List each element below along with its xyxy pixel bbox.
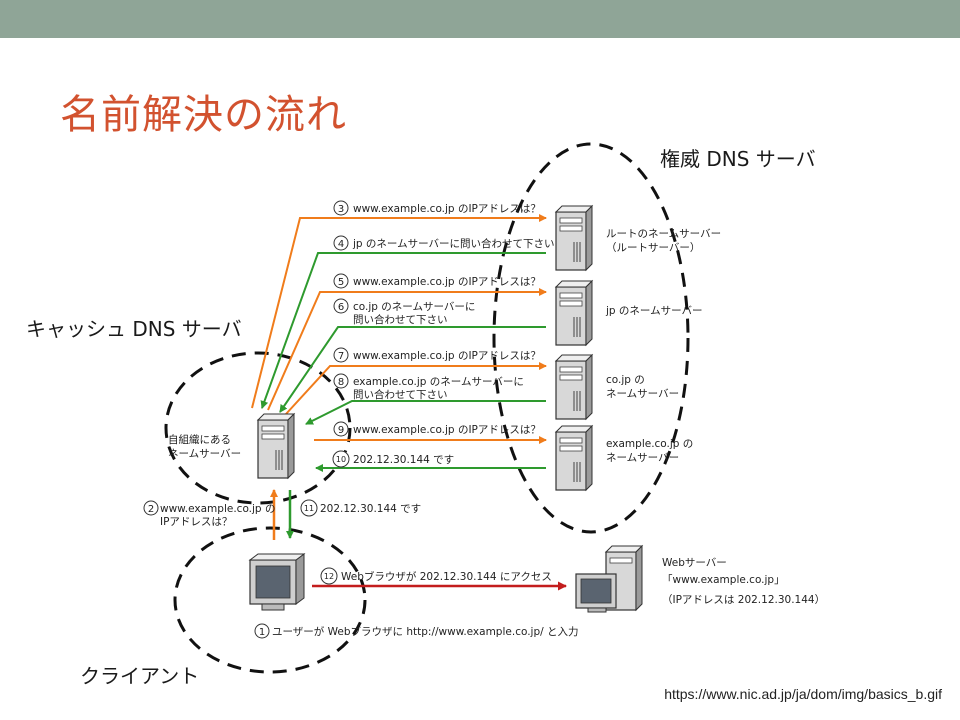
query-arrows [251, 214, 547, 444]
step-3-text: www.example.co.jp のIPアドレスは？ [353, 203, 541, 215]
example-server-icon [555, 425, 593, 491]
example-server-label-line2: ネームサーバー [606, 452, 679, 464]
header-bar [0, 0, 960, 38]
web-server-label-line1: Webサーバー [662, 557, 727, 569]
step-2-text-line2: IPアドレスは？ [160, 516, 232, 528]
local-server-label-line1: 自組織にある [168, 433, 231, 446]
step-num-10: 10 [336, 455, 346, 464]
step-4-text: jp のネームサーバーに問い合わせて下さい [352, 237, 555, 250]
web-server-icon [575, 544, 644, 613]
arrow-step-7 [285, 362, 547, 415]
step-marker-2 [143, 500, 159, 516]
slide-title: 名前解決の流れ [60, 92, 347, 138]
arrow-step-5 [267, 288, 547, 411]
step-1-text: ユーザーが Webブラウザに http://www.example.co.jp/… [272, 625, 579, 638]
step-num-11: 11 [304, 504, 314, 513]
client-computer-icon [248, 553, 306, 611]
step-num-3: 3 [338, 204, 344, 215]
arrow-step-4 [260, 252, 546, 409]
authoritative-dns-group-outline [492, 142, 690, 534]
step-10-text: 202.12.30.144 です [353, 454, 454, 466]
arrow-step-8 [305, 400, 546, 425]
source-url: https://www.nic.ad.jp/ja/dom/img/basics_… [664, 686, 942, 702]
cojp-server-label-line2: ネームサーバー [606, 388, 679, 400]
step-labels: www.example.co.jp のIPアドレスは？ jp のネームサーバーに… [160, 203, 579, 638]
step-marker-7 [333, 347, 349, 363]
step-num-2: 2 [148, 504, 154, 515]
step-7-text: www.example.co.jp のIPアドレスは？ [353, 350, 541, 362]
step-marker-1 [254, 623, 270, 639]
step-8-text-line1: example.co.jp のネームサーバーに [353, 376, 524, 388]
jp-server-label: jp のネームサーバー [605, 305, 703, 317]
root-server-icon [555, 205, 593, 271]
response-arrows [260, 252, 546, 539]
step-marker-11 [300, 499, 318, 517]
step-11-text: 202.12.30.144 です [320, 503, 421, 515]
root-server-label-line1: ルートのネームサーバー [606, 228, 721, 240]
server-labels: ルートのネームサーバー （ルートサーバー） jp のネームサーバー co.jp … [168, 228, 825, 606]
step-2-text-line1: www.example.co.jp の [160, 503, 275, 515]
cache-dns-group-outline [164, 351, 352, 505]
web-server-label-line2: 「www.example.co.jp」 [662, 574, 785, 586]
step-marker-10 [332, 450, 350, 468]
step-num-12: 12 [324, 572, 334, 581]
step-6-text-line1: co.jp のネームサーバーに [353, 301, 475, 313]
step-marker-9 [333, 421, 349, 437]
step-num-6: 6 [338, 302, 344, 313]
arrow-step-6 [279, 326, 546, 413]
step-num-7: 7 [338, 351, 344, 362]
web-server-label-line3: （IPアドレスは 202.12.30.144） [662, 594, 825, 606]
client-group-outline [173, 526, 367, 674]
step-marker-5 [333, 273, 349, 289]
root-server-label-line2: （ルートサーバー） [606, 242, 700, 254]
step-6-text-line2: 問い合わせて下さい [353, 313, 448, 326]
authoritative-dns-label: 権威 DNS サーバ [660, 147, 816, 171]
example-server-label-line1: example.co.jp の [606, 438, 693, 450]
step-marker-6 [333, 298, 349, 314]
local-server-label-line2: ネームサーバー [168, 448, 241, 460]
jp-server-icon [555, 280, 593, 346]
cojp-server-label-line1: co.jp の [606, 374, 645, 386]
step-num-8: 8 [338, 377, 344, 388]
step-num-9: 9 [338, 425, 344, 436]
cojp-server-icon [555, 354, 593, 420]
step-markers: 3 4 5 6 7 8 9 10 2 11 12 1 [143, 200, 350, 639]
step-marker-4 [333, 235, 349, 251]
step-num-5: 5 [338, 277, 344, 288]
step-5-text: www.example.co.jp のIPアドレスは？ [353, 276, 541, 288]
step-marker-12 [320, 567, 338, 585]
step-num-1: 1 [259, 627, 265, 638]
step-12-text: Webブラウザが 202.12.30.144 にアクセス [341, 570, 552, 583]
step-8-text-line2: 問い合わせて下さい [353, 388, 448, 401]
step-marker-3 [333, 200, 349, 216]
client-label: クライアント [80, 664, 200, 688]
step-marker-8 [333, 373, 349, 389]
step-num-4: 4 [338, 239, 344, 250]
local-dns-server-icon [257, 413, 295, 479]
step-9-text: www.example.co.jp のIPアドレスは？ [353, 424, 541, 436]
arrow-step-3 [251, 214, 547, 409]
cache-dns-label: キャッシュ DNS サーバ [26, 317, 242, 341]
